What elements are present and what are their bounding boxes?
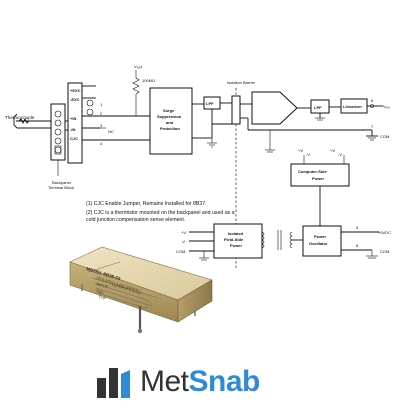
input-connector: +EXC -EXC +IN -IN CJC 1 2 3 4 NC xyxy=(65,82,150,164)
logo-text-snab: Snab xyxy=(188,365,261,398)
surge-suppression-block: Surge Suppression and Protection xyxy=(149,87,193,155)
module-photo xyxy=(69,246,213,334)
svg-text:+V: +V xyxy=(298,148,303,153)
pin-number-4: 4 xyxy=(100,141,103,146)
com-label-1: COM xyxy=(380,134,389,139)
diagram-notes: (1) CJC Enable Jumper, Remains Installed… xyxy=(86,201,236,226)
metsnab-logo-mark-icon xyxy=(94,364,136,400)
backpanel-label: Backpanel xyxy=(52,180,71,185)
pin-number-5: 5 xyxy=(356,225,359,230)
svg-text:-V: -V xyxy=(181,239,185,244)
pin-number-2: 2 xyxy=(100,111,103,116)
lpf-block-2: LPF xyxy=(310,99,330,114)
reference-resistor: V₀ᵣₑf 100MΩ xyxy=(132,64,155,116)
pin-number-8: 8 xyxy=(356,243,359,248)
nc-label: NC xyxy=(108,129,114,134)
svg-text:Power: Power xyxy=(230,243,242,248)
lpf-block-1: LPF xyxy=(203,96,221,110)
lpf-label-1: LPF xyxy=(206,101,214,106)
thermocouple-label: Thermocouple xyxy=(5,115,35,120)
svg-text:Surge: Surge xyxy=(163,108,175,113)
svg-text:Power: Power xyxy=(312,176,324,181)
svg-text:+V: +V xyxy=(181,230,186,235)
pin-number-1: 1 xyxy=(100,102,103,107)
logo-text-met: Met xyxy=(140,365,189,398)
plus-5vdc-label: +5VDC xyxy=(378,230,391,235)
svg-text:Isolated: Isolated xyxy=(228,231,244,236)
pin-plus-exc: +EXC xyxy=(70,88,81,93)
svg-text:Oscillator: Oscillator xyxy=(309,241,328,246)
metsnab-logo-text: MetSnab xyxy=(140,364,260,400)
svg-text:Field-Side: Field-Side xyxy=(224,237,244,242)
svg-text:Power: Power xyxy=(314,234,326,239)
pin-minus-exc: -EXC xyxy=(70,97,80,102)
svg-text:and: and xyxy=(166,120,174,125)
svg-text:Computer-Side: Computer-Side xyxy=(298,169,327,174)
lpf-label-2: LPF xyxy=(314,105,322,110)
svg-text:-V: -V xyxy=(338,152,342,157)
isolation-barrier: Isolation Barrier xyxy=(227,80,256,268)
pin-minus-in: -IN xyxy=(70,127,75,132)
isolated-field-power: Isolated Field-Side Power xyxy=(213,223,263,259)
svg-text:+V: +V xyxy=(330,148,335,153)
pin-number-3: 3 xyxy=(100,123,103,128)
svg-text:-V: -V xyxy=(306,152,310,157)
computer-side-power: +V -V +V -V Computer-Side Power xyxy=(290,148,350,226)
pin-number-7: 7 xyxy=(371,124,374,129)
module-spec-2: INPUT xyxy=(96,281,109,289)
note-2: (2) CJC is a thermistor mounted on the b… xyxy=(86,210,235,223)
module-spec-5: TYP xyxy=(98,294,107,301)
thermocouple: Thermocouple xyxy=(5,113,57,129)
pin-plus-in: +IN xyxy=(70,116,76,121)
isolation-transformer xyxy=(261,230,303,250)
vout-label: Vₒᵤₜ xyxy=(383,104,390,109)
pin-number-6: 6 xyxy=(371,98,374,103)
note-1: (1) CJC Enable Jumper, Remains Installed… xyxy=(86,201,207,207)
backpanel-terminal-block: Backpanel Terminal Block xyxy=(48,103,74,190)
metsnab-logo: MetSnab xyxy=(94,362,260,402)
svg-text:Suppression: Suppression xyxy=(157,114,182,119)
pin-cjc: CJC xyxy=(70,136,78,141)
module-spec-4: DIN xyxy=(96,288,104,295)
linearizer-block: Linearizer xyxy=(340,98,368,114)
linearizer-label: Linearizer xyxy=(343,104,362,109)
svg-text:COM: COM xyxy=(176,249,185,254)
amplifier xyxy=(251,91,298,125)
com-label-2: COM xyxy=(380,249,389,254)
vref-label: V₀ᵣₑf xyxy=(134,64,143,69)
isolation-barrier-label: Isolation Barrier xyxy=(227,80,256,85)
resistor-label: 100MΩ xyxy=(142,78,155,83)
power-oscillator: Power Oscillator xyxy=(302,225,342,257)
terminal-block-label: Terminal Block xyxy=(48,185,74,190)
svg-text:Protection: Protection xyxy=(160,126,180,131)
